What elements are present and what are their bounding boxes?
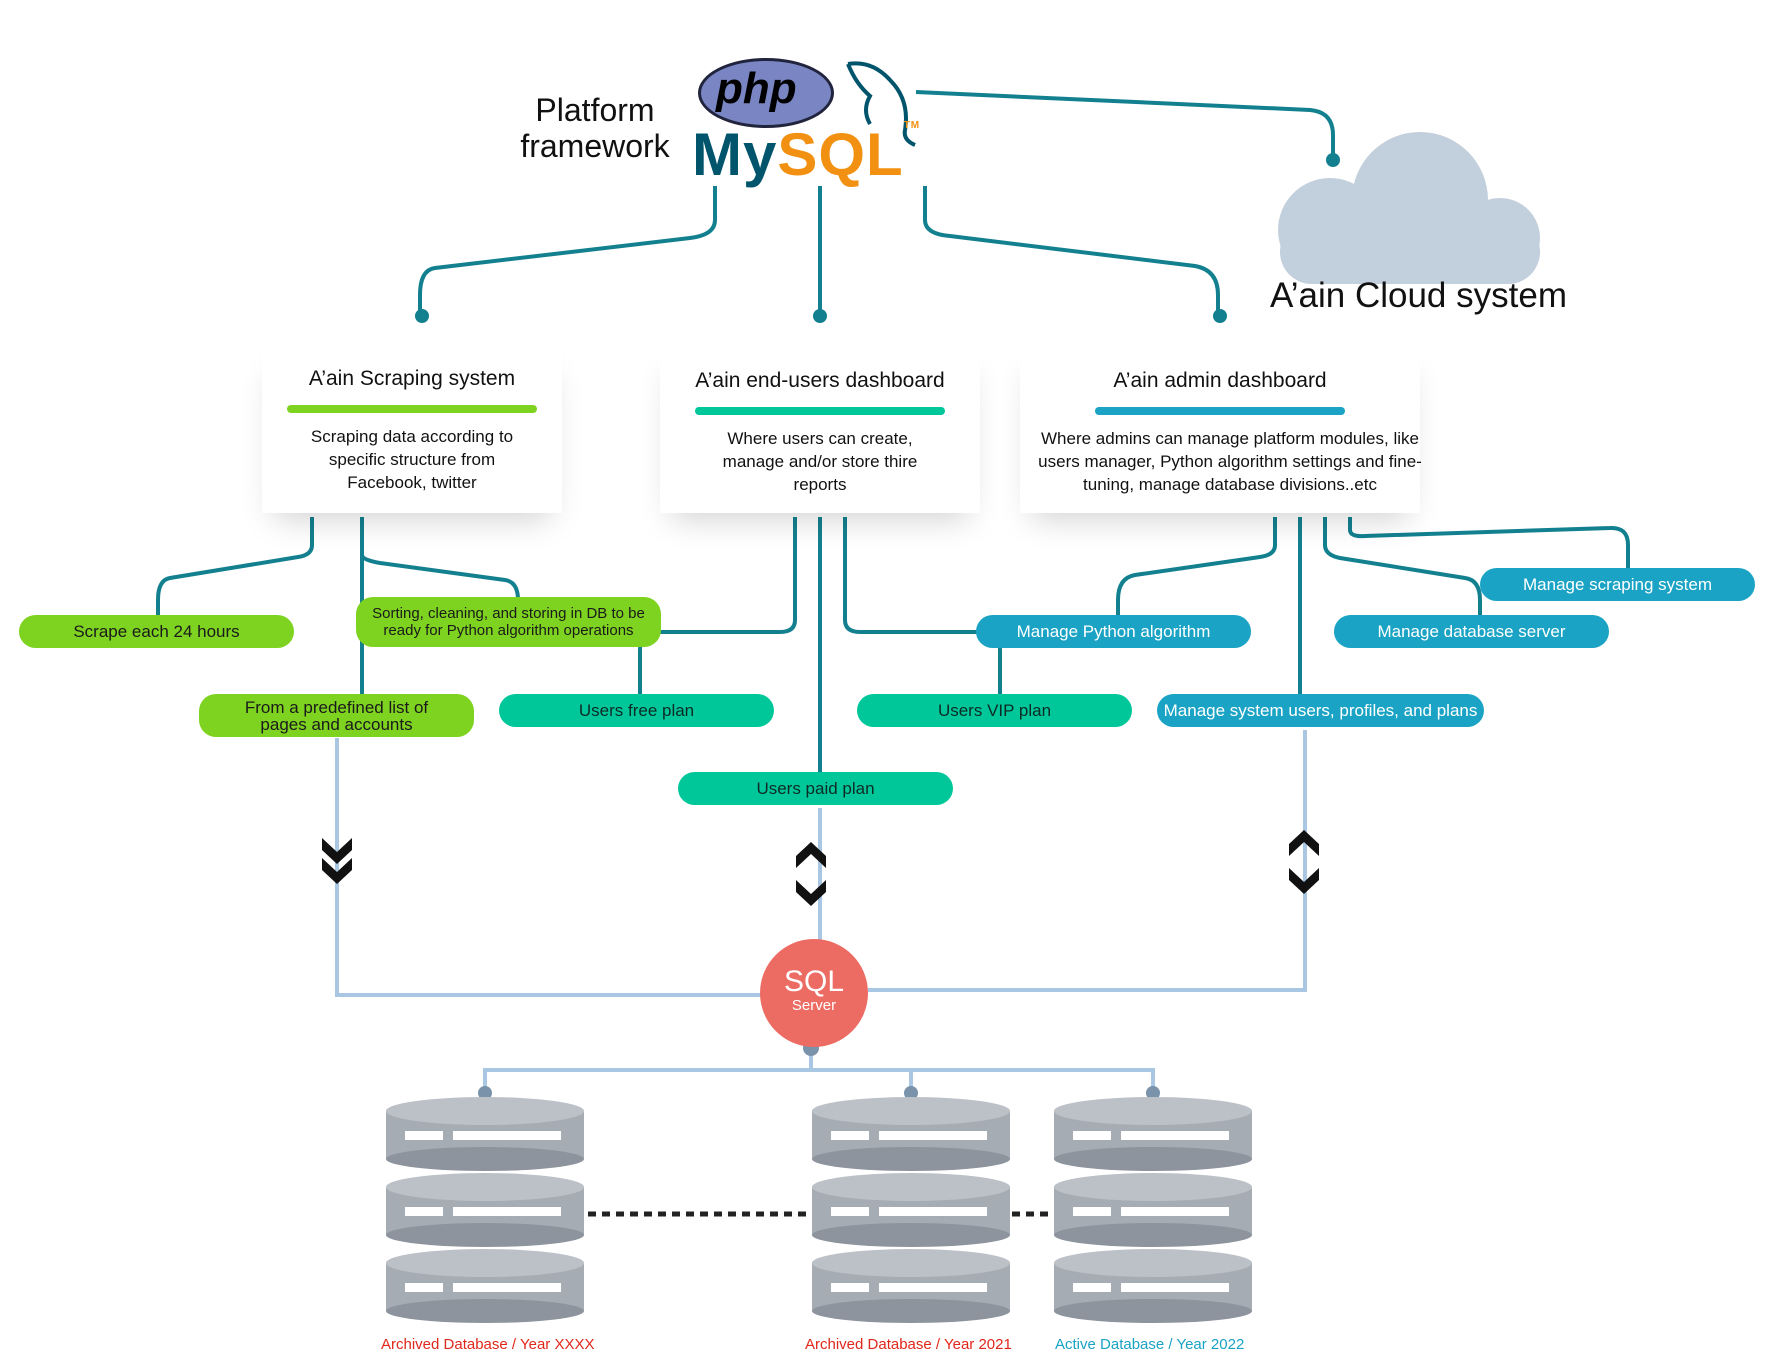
pill-users-paid-plan: Users paid plan xyxy=(678,772,953,805)
connector-dot-scraping xyxy=(415,309,429,323)
db-label-archived-xxxx: Archived Database / Year XXXX xyxy=(381,1336,595,1353)
mysql-trademark: TM xyxy=(903,120,921,131)
db-label-archived-2021: Archived Database / Year 2021 xyxy=(805,1336,1012,1353)
card-scraping-system: A’ain Scraping system Scraping data acco… xyxy=(262,345,562,513)
database-stack-archived-2021 xyxy=(812,1097,1010,1323)
up-down-arrow-icon xyxy=(1289,830,1319,894)
cloud-system-label: A’ain Cloud system xyxy=(1270,276,1567,315)
php-logo-text: php xyxy=(716,64,797,113)
card-title: A’ain admin dashboard xyxy=(1113,369,1327,392)
connector-dot-cloud xyxy=(1326,153,1340,167)
pill-scrape-24-hours: Scrape each 24 hours xyxy=(19,615,294,648)
card-description: Where admins can manage platform modules… xyxy=(1038,429,1422,494)
mysql-dolphin-icon xyxy=(846,61,916,147)
connector-logo-to-admin xyxy=(923,186,1220,313)
card-title: A’ain end-users dashboard xyxy=(695,369,945,392)
pill-manage-scraping: Manage scraping system xyxy=(1480,568,1755,601)
card-admin-dashboard: A’ain admin dashboard Where admins can m… xyxy=(1020,345,1422,513)
pill-sorting-cleaning: Sorting, cleaning, and storing in DB to … xyxy=(356,597,661,647)
platform-framework-label: Platform framework xyxy=(520,92,670,164)
card-endusers-dashboard: A’ain end-users dashboard Where users ca… xyxy=(660,345,980,513)
mysql-logo-my: My xyxy=(692,121,778,188)
sql-server-subtitle: Server xyxy=(791,997,837,1014)
db-label-active-2022: Active Database / Year 2022 xyxy=(1055,1336,1245,1353)
pill-users-vip-plan: Users VIP plan xyxy=(857,694,1132,727)
card-accent-bar xyxy=(1095,407,1345,415)
card-description: Scraping data according to specific stru… xyxy=(310,427,514,492)
up-down-arrow-icon xyxy=(796,842,826,906)
database-stack-active-2022 xyxy=(1054,1097,1252,1323)
php-logo xyxy=(698,58,834,128)
sql-server-title: SQL xyxy=(783,965,845,998)
mysql-logo: MySQLTM xyxy=(692,120,920,189)
connector-dot-admin xyxy=(1213,309,1227,323)
down-double-arrow-icon xyxy=(322,838,352,884)
mysql-logo-sql: SQL xyxy=(777,121,904,188)
pill-users-free-plan: Users free plan xyxy=(499,694,774,727)
database-stack-archived-xxxx xyxy=(386,1097,584,1323)
card-accent-bar xyxy=(287,405,537,413)
card-accent-bar xyxy=(695,407,945,415)
cloud-icon xyxy=(1278,132,1540,284)
pill-manage-python: Manage Python algorithm xyxy=(976,615,1251,648)
sql-server-node: SQL Server xyxy=(760,939,868,1047)
connector-dot-endusers xyxy=(813,309,827,323)
connector-logo-to-cloud xyxy=(915,90,1335,158)
card-title: A’ain Scraping system xyxy=(308,367,516,390)
connector-logo-to-scraping xyxy=(418,186,717,313)
pill-manage-users: Manage system users, profiles, and plans xyxy=(1157,694,1484,727)
card-description: Where users can create, manage and/or st… xyxy=(722,429,918,494)
pill-predefined-list: From a predefined list of pages and acco… xyxy=(199,694,474,737)
pill-manage-db-server: Manage database server xyxy=(1334,615,1609,648)
